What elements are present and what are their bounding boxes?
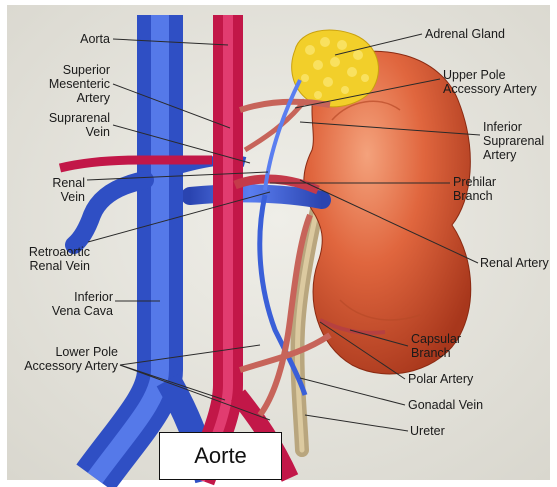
renal-vein-left	[190, 193, 322, 200]
label-lower-pole-accessory-artery: Lower Pole Accessory Artery	[5, 345, 118, 373]
label-inferior-vena-cava: Inferior Vena Cava	[10, 290, 113, 318]
caption-box: Aorte	[159, 432, 282, 480]
label-retroaortic-renal-vein: Retroaortic Renal Vein	[5, 245, 90, 273]
adrenal-gland-shape	[292, 30, 379, 107]
label-prehilar-branch: Prehilar Branch	[453, 175, 548, 203]
label-renal-vein: Renal Vein	[10, 176, 85, 204]
label-ureter: Ureter	[410, 424, 490, 438]
label-superior-mesenteric-artery: Superior Mesenteric Artery	[20, 63, 110, 105]
label-renal-artery: Renal Artery	[480, 256, 555, 270]
label-inferior-suprarenal-artery: Inferior Suprarenal Artery	[483, 120, 553, 162]
label-upper-pole-accessory-artery: Upper Pole Accessory Artery	[443, 68, 553, 96]
label-adrenal-gland: Adrenal Gland	[425, 27, 550, 41]
label-polar-artery: Polar Artery	[408, 372, 518, 386]
label-aorta: Aorta	[40, 32, 110, 46]
label-capsular-branch: Capsular Branch	[411, 332, 511, 360]
caption-text: Aorte	[194, 443, 247, 469]
label-suprarenal-vein: Suprarenal Vein	[10, 111, 110, 139]
label-gonadal-vein: Gonadal Vein	[408, 398, 518, 412]
